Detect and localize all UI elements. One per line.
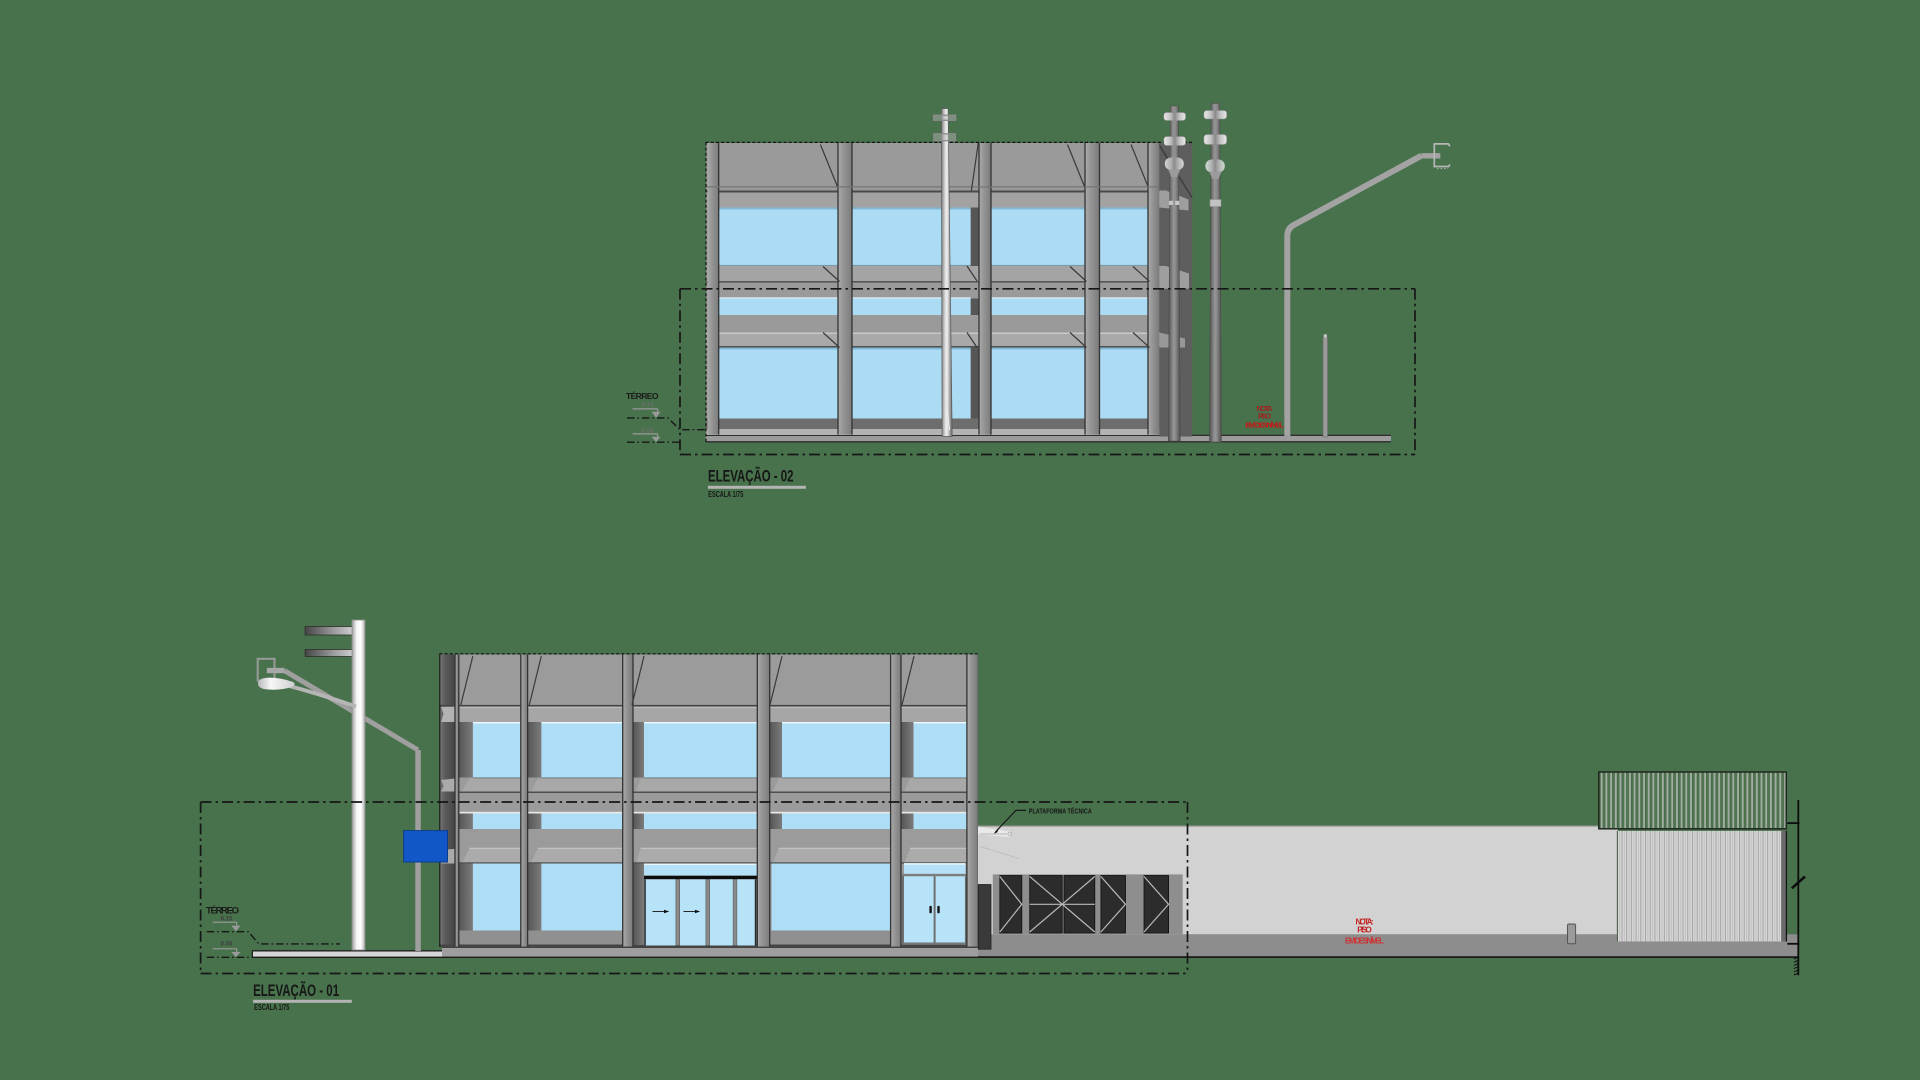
svg-text:PISO: PISO: [1258, 412, 1271, 421]
svg-text:0.00: 0.00: [221, 941, 233, 947]
svg-text:ESCALA 1/75: ESCALA 1/75: [708, 490, 743, 499]
svg-text:TÉRREO: TÉRREO: [206, 905, 239, 916]
svg-text:EM DESNÍVEL: EM DESNÍVEL: [1245, 421, 1284, 430]
svg-text:PLATAFORMA TÉCNICA: PLATAFORMA TÉCNICA: [1029, 807, 1092, 816]
svg-text:EM DESNÍVEL: EM DESNÍVEL: [1345, 937, 1384, 946]
svg-text:0.15: 0.15: [642, 402, 655, 408]
svg-text:ELEVAÇÃO - 01: ELEVAÇÃO - 01: [253, 980, 339, 1000]
svg-text:0.00: 0.00: [642, 428, 655, 434]
svg-text:NOTA: NOTA: [1257, 404, 1274, 413]
svg-text:NOTA:: NOTA:: [1356, 917, 1374, 926]
svg-text:ELEVAÇÃO - 02: ELEVAÇÃO - 02: [708, 466, 794, 486]
svg-text:TÉRREO: TÉRREO: [626, 391, 659, 401]
svg-text:ESCALA 1/75: ESCALA 1/75: [254, 1003, 289, 1012]
svg-text:PISO: PISO: [1357, 925, 1372, 934]
svg-text:0.15: 0.15: [221, 917, 233, 923]
